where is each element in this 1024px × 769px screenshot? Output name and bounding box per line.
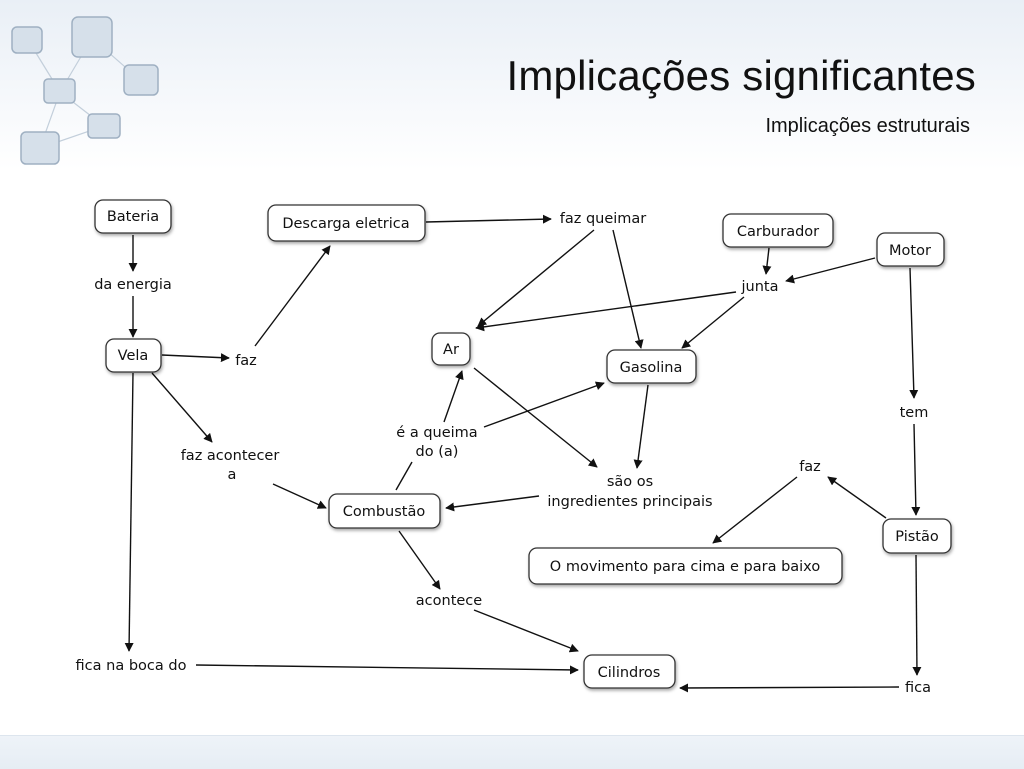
edge-fazqueimar-gasolina xyxy=(612,229,644,349)
link-faz-pistao: faz xyxy=(799,459,821,475)
edge-motor-tem xyxy=(909,267,919,399)
link-faz-queimar: faz queimar xyxy=(560,211,647,227)
concept-gasolina-label: Gasolina xyxy=(620,360,683,376)
edge-combustao-queima xyxy=(395,461,413,491)
edge-queima-gasolina xyxy=(483,381,605,428)
footer-band xyxy=(0,735,1024,769)
concept-movimento-label: O movimento para cima e para baixo xyxy=(550,559,821,575)
concept-bateria-label: Bateria xyxy=(107,209,159,225)
link-e-a-queima: é a queima xyxy=(396,425,477,441)
edge-ficanaboca-cilindros xyxy=(195,664,579,675)
edge-fazqueimar-ar xyxy=(477,229,595,327)
edge-vela-ficanaboca xyxy=(124,372,134,652)
edge-motor-junta xyxy=(785,257,876,284)
concept-pistao[interactable]: Pistão xyxy=(882,518,952,554)
edge-fica-cilindros xyxy=(679,683,900,693)
link-sao-os: são os xyxy=(607,474,653,490)
link-ingredientes-principais: ingredientes principais xyxy=(547,494,712,510)
concept-motor-label: Motor xyxy=(889,243,931,259)
edge-vela-faz xyxy=(161,353,230,363)
link-da-energia: da energia xyxy=(94,277,172,293)
concept-cilindros-label: Cilindros xyxy=(598,665,661,681)
link-tem: tem xyxy=(900,405,929,421)
link-junta: junta xyxy=(741,279,779,295)
concept-map-edges xyxy=(124,214,922,693)
concept-vela-label: Vela xyxy=(118,348,149,364)
edge-pistao-fica xyxy=(912,554,922,676)
edge-faz-descarga xyxy=(254,245,331,347)
edge-carburador-junta xyxy=(762,247,772,275)
concept-ar-label: Ar xyxy=(443,342,459,358)
link-faz-vela: faz xyxy=(235,353,257,369)
link-faz-acontecer-a: a xyxy=(228,467,237,483)
link-labels: da energia faz queimar junta faz faz aco… xyxy=(76,211,931,696)
link-faz-acontecer: faz acontecer xyxy=(181,448,280,464)
edge-fazacontecer-combustao xyxy=(272,483,327,509)
concept-combustao-label: Combustão xyxy=(343,504,426,520)
link-do-a: do (a) xyxy=(416,444,459,460)
link-fica-na-boca-do: fica na boca do xyxy=(76,658,187,674)
edge-acontece-cilindros xyxy=(473,609,579,653)
edge-queima-ar xyxy=(443,370,464,423)
concept-carburador-label: Carburador xyxy=(737,224,819,240)
slide-title: Implicações significantes xyxy=(506,52,976,99)
concept-vela[interactable]: Vela xyxy=(105,338,162,373)
edge-descarga-fazqueimar xyxy=(425,214,552,224)
edge-junta-ar xyxy=(475,291,737,332)
link-acontece: acontece xyxy=(416,593,482,609)
concept-bateria[interactable]: Bateria xyxy=(94,199,172,234)
concept-pistao-label: Pistão xyxy=(895,529,939,545)
slide-subtitle: Implicações estruturais xyxy=(765,115,970,137)
edge-junta-gasolina xyxy=(681,296,745,349)
edge-ar-saoos xyxy=(473,367,598,468)
edge-tem-pistao xyxy=(911,423,921,516)
decorative-boxes-graphic xyxy=(11,16,159,165)
concept-descarga-eletrica[interactable]: Descarga eletrica xyxy=(267,204,426,242)
concept-ar[interactable]: Ar xyxy=(431,332,471,366)
edge-combustao-acontece xyxy=(398,530,441,590)
concept-cilindros[interactable]: Cilindros xyxy=(583,654,676,689)
concept-combustao[interactable]: Combustão xyxy=(328,493,441,529)
concept-motor[interactable]: Motor xyxy=(876,232,945,267)
concept-gasolina[interactable]: Gasolina xyxy=(606,349,697,384)
edge-saoos-combustao xyxy=(445,495,540,512)
edge-gasolina-saoos xyxy=(633,384,649,469)
link-fica: fica xyxy=(905,680,931,696)
concept-descarga-eletrica-label: Descarga eletrica xyxy=(282,216,409,232)
edge-vela-fazacontecer xyxy=(151,372,213,443)
edge-pistao-faz xyxy=(827,476,887,519)
edge-faz-movimento xyxy=(712,476,798,544)
concept-carburador[interactable]: Carburador xyxy=(722,213,834,248)
concept-movimento[interactable]: O movimento para cima e para baixo xyxy=(528,547,843,585)
